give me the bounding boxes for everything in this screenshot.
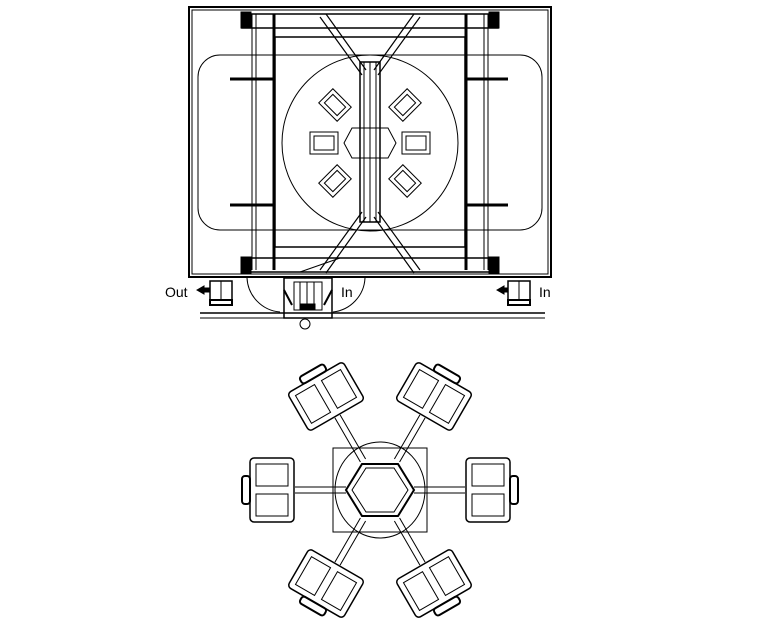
label-out-left: Out (165, 284, 188, 300)
gate-out-left (195, 280, 233, 306)
seat-arm-bottom-left (288, 517, 367, 618)
seat-arm-bottom-right (393, 517, 472, 618)
seat-arm-top-right (393, 362, 472, 463)
bottom-beam (241, 257, 499, 273)
seat-arm-top-left (288, 362, 367, 463)
inner-square (274, 36, 466, 248)
gate-in-right (495, 280, 531, 306)
hub-base (334, 441, 426, 539)
top-view-seats (309, 88, 431, 198)
label-in-center: In (341, 284, 353, 300)
top-beam (241, 13, 499, 29)
ticket-booth (283, 277, 333, 330)
inner-frame (191, 9, 549, 275)
rotation-circle (281, 54, 459, 232)
hub-hexagon (344, 463, 416, 517)
label-in-right: In (539, 284, 551, 300)
top-plan-view (188, 6, 552, 330)
seat-arm-right (414, 457, 519, 523)
outer-frame (188, 6, 552, 278)
seat-detail-view (241, 362, 519, 618)
seat-arm-left (241, 457, 346, 523)
